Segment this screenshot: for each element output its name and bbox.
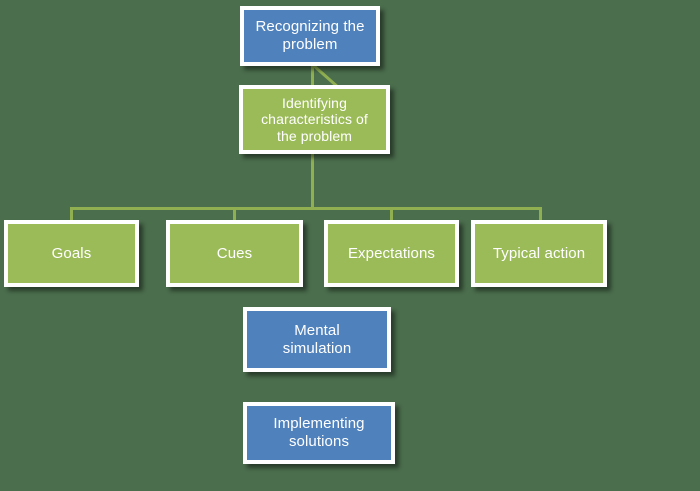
node-recognizing-the-problem[interactable]: Recognizing the problem [240, 6, 380, 66]
connector-drop-expectations [390, 207, 393, 222]
connector-trunk-down [311, 152, 314, 210]
connector-drop-cues [233, 207, 236, 222]
node-label: Implementing solutions [273, 415, 365, 450]
node-label: Identifying characteristics of the probl… [261, 94, 368, 144]
node-label: Recognizing the problem [255, 18, 365, 53]
node-label: Goals [51, 244, 92, 262]
node-cues[interactable]: Cues [166, 220, 303, 287]
node-expectations[interactable]: Expectations [324, 220, 459, 287]
connector-top-vertical-stub [311, 66, 314, 88]
connector-distributor-bus [70, 207, 542, 210]
node-label: Mental simulation [282, 321, 352, 357]
node-mental-simulation[interactable]: Mental simulation [243, 307, 391, 372]
node-goals[interactable]: Goals [4, 220, 139, 287]
node-typical-action[interactable]: Typical action [471, 220, 607, 287]
node-label: Cues [216, 244, 253, 262]
connector-drop-typical-action [539, 207, 542, 222]
node-label: Typical action [492, 244, 586, 262]
connector-drop-goals [70, 207, 73, 222]
node-implementing-solutions[interactable]: Implementing solutions [243, 402, 395, 464]
node-identifying-characteristics[interactable]: Identifying characteristics of the probl… [239, 85, 390, 154]
node-label: Expectations [347, 244, 436, 262]
connector-top-diagonal-stub [312, 63, 340, 90]
